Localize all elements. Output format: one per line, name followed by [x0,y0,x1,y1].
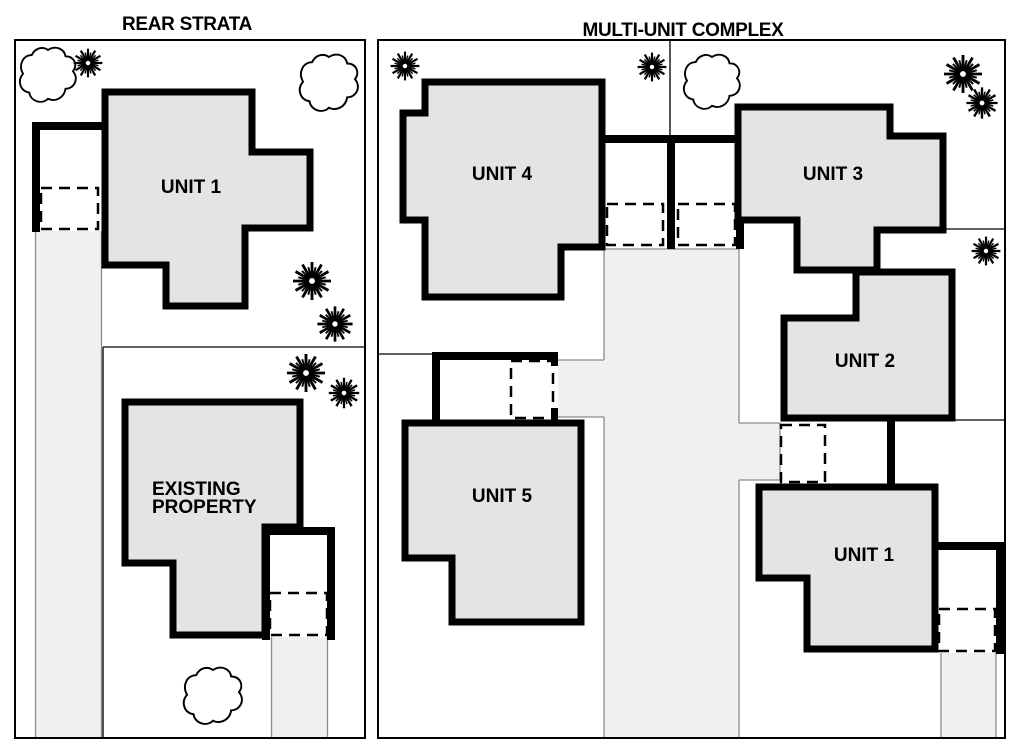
deciduous-tree-icon [285,352,327,394]
parking-space-outline [268,591,329,637]
parking-space-outline [39,186,100,231]
tree-canopy-icon [18,46,77,103]
driveway-surface [558,360,604,417]
multi-unit-title: MULTI-UNIT COMPLEX [582,20,784,41]
rear-strata-panel: REAR STRATA UNIT 1 EXISTING PROPERTY [14,14,366,739]
unit1-label: UNIT 1 [834,545,895,566]
garage-wall [32,122,40,232]
deciduous-tree-icon [72,47,104,79]
unit2-building-footprint [780,268,956,422]
rear-strata-title: REAR STRATA [122,14,253,35]
parking-space-outline [509,359,555,420]
driveway-surface [271,637,328,738]
parking-space-outline [937,607,997,653]
deciduous-tree-icon [316,305,354,343]
existing-property-footprint [121,398,304,639]
carport-wall [667,135,675,249]
unit1-building-footprint [101,88,314,310]
deciduous-tree-icon [970,235,1002,267]
garage-wall [551,352,558,366]
lot-boundary-line [379,41,1004,421]
lot-boundary-line [102,346,364,738]
parking-space-outline [779,423,827,484]
unit1-label: UNIT 1 [161,177,222,198]
tree-canopy-icon [682,53,741,110]
unit5-building-footprint [401,419,585,626]
tree-canopy-icon [182,666,243,725]
existing-property-label-line1: EXISTING [152,479,241,500]
multi-unit-lot-border [377,39,1006,739]
garage-wall [262,527,335,535]
unit4-building-footprint [399,78,606,301]
driveway-edge-lines [34,231,329,738]
rear-strata-lot-border [14,39,366,739]
multi-unit-complex-panel: MULTI-UNIT COMPLEX [377,20,1006,739]
driveway-surface [35,231,102,738]
garage-wall [432,352,440,426]
deciduous-tree-icon [965,86,999,120]
deciduous-tree-icon [291,260,333,302]
garage-wall [432,352,558,360]
deciduous-tree-icon [636,51,668,83]
carport-wall [934,542,1004,550]
unit2-label: UNIT 2 [835,351,895,372]
garage-wall [262,527,270,640]
unit3-building-footprint [734,103,947,274]
driveway-surface [941,653,996,738]
unit5-label: UNIT 5 [472,486,533,507]
deciduous-tree-icon [942,53,984,95]
tree-canopy-icon [298,53,359,112]
parking-space-outline [605,202,665,247]
existing-property-label-line2: PROPERTY [152,497,257,518]
driveway-surface [604,249,739,738]
courtyard-wall [887,417,895,487]
driveway-surface [739,423,780,480]
carport-wall [996,542,1004,654]
unit3-label: UNIT 3 [803,164,863,185]
garage-wall [551,408,558,426]
garage-wall [32,122,108,130]
unit4-label: UNIT 4 [472,164,533,185]
deciduous-tree-icon [389,50,421,82]
deciduous-tree-icon [327,376,361,410]
unit1-building-footprint [755,483,939,653]
garage-wall [327,527,335,640]
parking-space-outline [676,202,737,247]
